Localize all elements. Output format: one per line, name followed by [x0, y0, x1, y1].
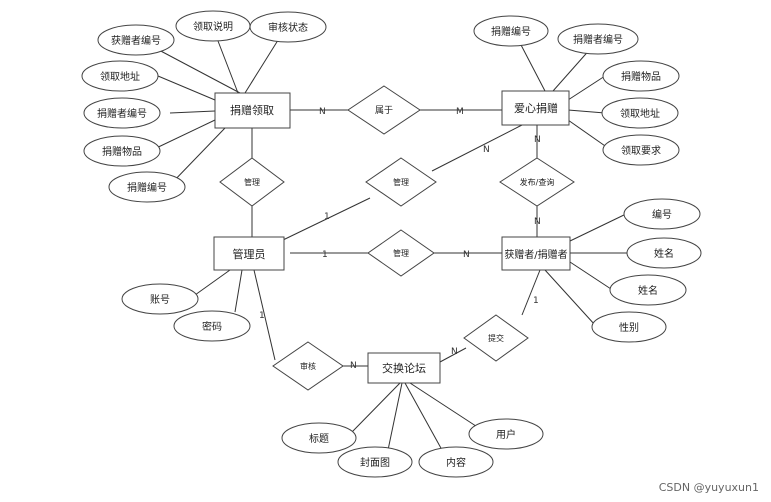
attr-claim-donor-no-label: 捐赠者编号 — [97, 107, 147, 120]
attr-admin-account-label: 账号 — [150, 294, 170, 306]
cardinality-claim-belongs: N — [319, 107, 326, 117]
attr-claim-status-label: 审核状态 — [268, 21, 308, 34]
attr-claim-donation-no-label: 捐赠编号 — [127, 181, 167, 194]
cardinality-user-pub-n: N — [534, 217, 541, 227]
cardinality-admin-review-1: 1 — [259, 311, 265, 321]
attr-don-address-label: 领取地址 — [620, 107, 660, 120]
cardinality-labels: N M 1 N N N 1 N 1 N N 1 — [259, 107, 541, 371]
attr-forum-content-label: 内容 — [446, 456, 466, 469]
relationship-manage-user: 管理 — [367, 229, 435, 277]
cardinality-user-submit-1: 1 — [533, 296, 539, 306]
attr-claim-donor-no: 捐赠者编号 — [83, 97, 161, 129]
relationship-belongs-label: 属于 — [375, 105, 393, 116]
attr-forum-content: 内容 — [418, 446, 494, 478]
attr-claim-item: 捐赠物品 — [83, 135, 161, 167]
relationship-manage-donation-label: 管理 — [393, 177, 409, 187]
attr-user-name-1-label: 姓名 — [654, 247, 674, 260]
attr-claim-donation-no: 捐赠编号 — [108, 171, 186, 203]
cardinality-admin-user-n: N — [463, 250, 470, 260]
attr-don-no: 捐赠编号 — [473, 15, 549, 47]
attr-claim-recipient-no-label: 获赠者编号 — [111, 34, 161, 47]
attr-don-no-label: 捐赠编号 — [491, 25, 531, 38]
cardinality-admin-donation-n: N — [483, 145, 490, 155]
relationship-submit: 提交 — [463, 314, 529, 362]
entity-forum: 交换论坛 — [367, 352, 441, 384]
connector-lines — [139, 27, 628, 451]
attr-claim-status: 审核状态 — [249, 11, 327, 43]
entity-charity-donation-label: 爱心捐赠 — [514, 101, 558, 115]
attr-claim-address: 领取地址 — [81, 60, 159, 92]
relationship-manage-donation: 管理 — [365, 157, 437, 207]
attr-user-gender-label: 性别 — [619, 321, 639, 334]
attr-don-require: 领取要求 — [602, 134, 680, 166]
attr-admin-password-label: 密码 — [202, 320, 222, 333]
attr-don-item: 捐赠物品 — [602, 60, 680, 92]
entity-charity-donation: 爱心捐赠 — [501, 90, 570, 126]
entity-forum-label: 交换论坛 — [382, 361, 426, 375]
attr-claim-desc-label: 领取说明 — [193, 20, 233, 33]
attr-user-no: 编号 — [623, 198, 701, 230]
attr-user-no-label: 编号 — [652, 208, 672, 221]
relationship-review-label: 审核 — [300, 361, 316, 371]
attr-claim-item-label: 捐赠物品 — [102, 145, 142, 158]
attr-user-name-2: 姓名 — [609, 274, 687, 306]
relationship-belongs: 属于 — [347, 85, 421, 135]
watermark: CSDN @yuyuxun1 — [658, 481, 759, 494]
entity-admin-label: 管理员 — [233, 247, 266, 261]
cardinality-forum-review-n: N — [350, 361, 357, 371]
attr-forum-user-label: 用户 — [496, 428, 516, 441]
cardinality-donation-belongs: M — [456, 107, 464, 117]
cardinality-donation-pub-n: N — [534, 135, 541, 145]
relationship-submit-label: 提交 — [488, 333, 504, 343]
relationship-manage-user-label: 管理 — [393, 248, 409, 258]
cardinality-forum-submit-n: N — [451, 347, 458, 357]
relationship-manage-claim: 管理 — [219, 157, 285, 207]
attr-forum-cover-label: 封面图 — [360, 456, 390, 469]
cardinality-admin-donation-1: 1 — [324, 212, 330, 222]
relationship-review: 审核 — [272, 341, 344, 391]
entity-admin: 管理员 — [213, 236, 285, 271]
attr-don-donor-no: 捐赠者编号 — [557, 23, 639, 55]
attr-claim-address-label: 领取地址 — [100, 70, 140, 83]
attr-user-name-1: 姓名 — [626, 237, 702, 269]
relationship-publish-query-label: 发布/查询 — [520, 177, 555, 187]
attr-don-item-label: 捐赠物品 — [621, 70, 661, 83]
entity-donation-claim: 捐赠领取 — [214, 92, 291, 129]
cardinality-admin-user-1: 1 — [322, 250, 328, 260]
attr-don-address: 领取地址 — [601, 97, 679, 129]
relationship-publish-query: 发布/查询 — [499, 157, 575, 207]
attr-forum-cover: 封面图 — [337, 446, 413, 478]
attr-don-require-label: 领取要求 — [621, 144, 661, 157]
attr-forum-user: 用户 — [468, 418, 544, 450]
attr-user-gender: 性别 — [591, 311, 667, 343]
attr-don-donor-no-label: 捐赠者编号 — [573, 33, 623, 46]
attr-forum-title-label: 标题 — [309, 433, 329, 445]
attr-claim-recipient-no: 获赠者编号 — [97, 24, 175, 56]
entity-recipient-donor-label: 获赠者/捐赠者 — [504, 248, 567, 261]
attr-user-name-2-label: 姓名 — [638, 284, 658, 297]
attr-admin-account: 账号 — [121, 283, 199, 315]
attr-forum-title: 标题 — [281, 422, 357, 454]
relationship-manage-claim-label: 管理 — [244, 177, 260, 187]
entity-donation-claim-label: 捐赠领取 — [230, 103, 274, 117]
attr-admin-password: 密码 — [173, 310, 251, 342]
entity-recipient-donor: 获赠者/捐赠者 — [501, 236, 571, 271]
attr-claim-desc: 领取说明 — [175, 10, 251, 42]
